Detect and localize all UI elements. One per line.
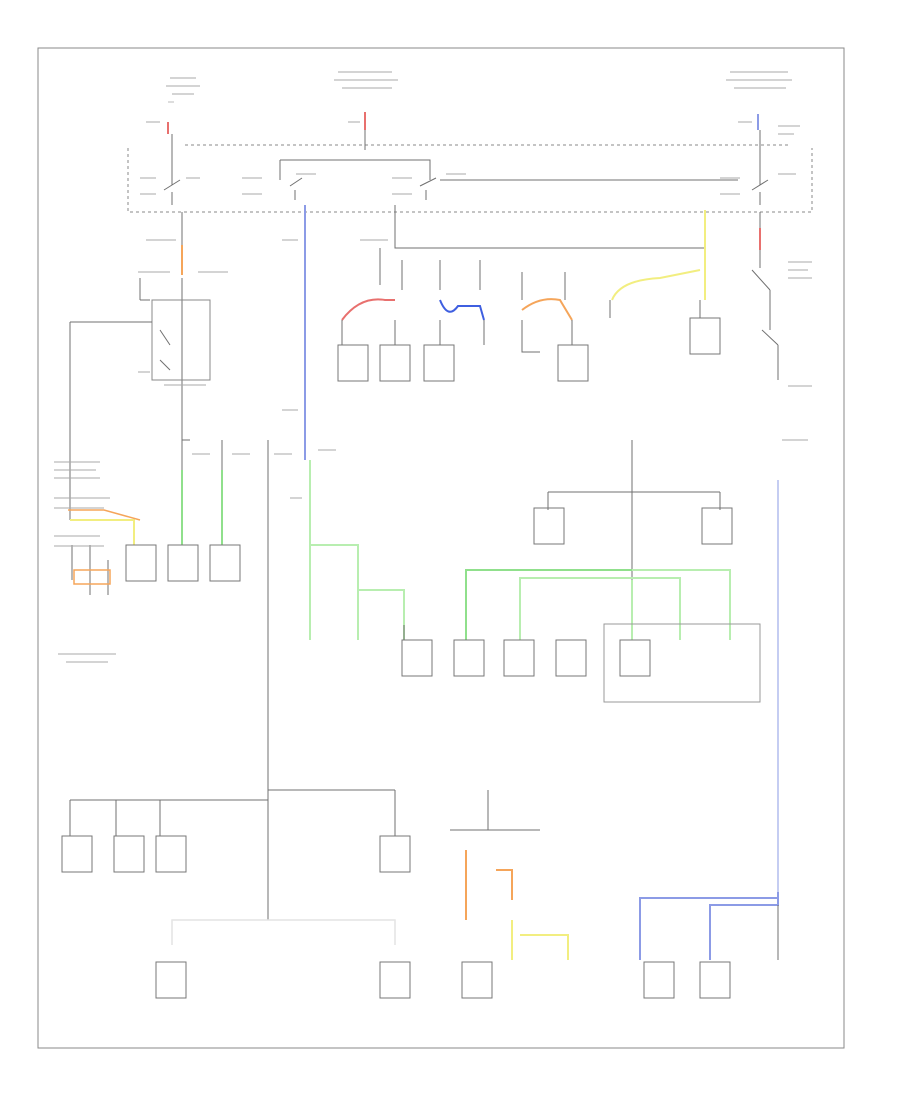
diagram-border [37, 47, 845, 1049]
wire-blue-right [777, 439, 808, 892]
right-switch-column [751, 212, 812, 387]
relay-left [140, 170, 200, 205]
bottom-center-tree [450, 790, 569, 999]
bottom-left-tree [61, 740, 411, 999]
left-mid-fuses [125, 440, 292, 740]
left-fuse-column [54, 440, 141, 663]
right-mid-section [453, 440, 761, 703]
power-distribution-box [127, 71, 813, 213]
wire-orange-left [146, 212, 183, 275]
top-feed-right [726, 71, 800, 170]
left-relay-block [69, 271, 228, 441]
top-feed-left [146, 77, 200, 170]
bottom-right-tree [639, 892, 779, 999]
top-feed-center [334, 71, 398, 150]
relay-center-right [392, 173, 738, 200]
component-box [557, 344, 589, 382]
center-branch [341, 205, 706, 321]
component-box [337, 344, 369, 382]
center-green-branch [290, 449, 433, 677]
wire-blue-center [282, 205, 306, 460]
component-box [379, 344, 411, 382]
relay-center-left [242, 159, 431, 200]
row1-components [337, 317, 721, 382]
component-box [423, 344, 455, 382]
component-box [689, 317, 721, 355]
relay-right [720, 170, 796, 205]
